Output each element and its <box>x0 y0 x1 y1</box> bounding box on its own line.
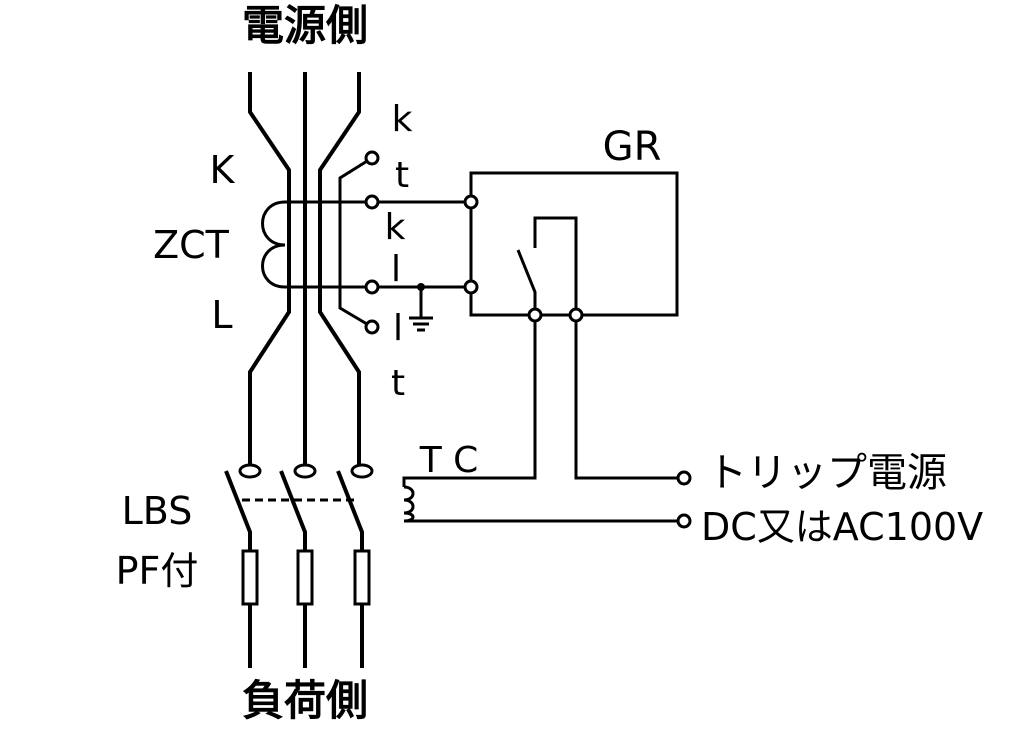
terminal-l-upper-label: l <box>391 249 401 290</box>
terminal-k-lower-label: k <box>385 207 406 248</box>
power-fuse-right <box>353 549 371 606</box>
supply-spec-label: DC又はAC100V <box>701 505 983 549</box>
trip-supply-terminal-1 <box>676 470 692 486</box>
lbs-blade-left <box>224 470 252 551</box>
zct-secondary <box>261 150 471 335</box>
terminal-t-upper-label: t <box>395 155 409 196</box>
zct-coil-icon <box>261 200 286 289</box>
lbs-pivot-right <box>350 463 374 479</box>
zct-name-label: ZCT <box>153 223 230 267</box>
terminal-t-lower-label: t <box>391 363 405 404</box>
trip-wire-contact-2 <box>574 321 679 480</box>
lbs-blade-right <box>336 470 364 551</box>
terminal-t-lower <box>364 319 380 335</box>
lbs-blade-center <box>279 470 307 551</box>
trip-supply-label: トリップ電源 <box>707 450 947 496</box>
ground-relay-box <box>463 171 679 323</box>
lbs-pivot-left <box>238 463 262 479</box>
relay-terminal-k <box>463 194 479 210</box>
relay-terminal-l <box>463 279 479 295</box>
terminal-l <box>364 279 380 295</box>
test-winding-wire <box>338 156 373 329</box>
trip-circuit <box>402 321 692 529</box>
relay-box-outline <box>469 171 679 317</box>
trip-coil-icon <box>403 485 415 523</box>
phase-conductor-right <box>318 72 361 465</box>
terminal-k <box>364 194 380 210</box>
relay-contact-terminal-1 <box>527 307 543 323</box>
power-fuse-center <box>296 549 314 606</box>
relay-contact-terminal-2 <box>568 307 584 323</box>
trip-coil-label: T C <box>419 440 479 481</box>
ground-junction-dot <box>417 283 425 291</box>
lbs-label: LBS <box>122 489 193 533</box>
terminal-t-upper <box>364 150 380 166</box>
relay-contact-icon <box>516 216 578 315</box>
phase-conductor-left <box>248 72 291 465</box>
lbs-pivot-center <box>293 463 317 479</box>
trip-wire-contact-1 <box>402 321 537 487</box>
ground-icon <box>409 316 433 332</box>
power-fuse-left <box>241 549 259 606</box>
three-phase-conductors <box>248 72 361 465</box>
terminal-k-upper-label: k <box>392 99 413 140</box>
trip-supply-terminal-2 <box>676 513 692 529</box>
zct-l-label: L <box>211 293 232 337</box>
zct-k-label: K <box>210 148 236 192</box>
relay-gr-label: GR <box>603 124 662 170</box>
terminal-l-lower-label: l <box>393 308 403 349</box>
pf-label: PF付 <box>116 549 199 593</box>
lbs-switch <box>224 463 374 668</box>
source-side-label: 電源側 <box>242 1 368 50</box>
load-side-label: 負荷側 <box>242 676 368 725</box>
